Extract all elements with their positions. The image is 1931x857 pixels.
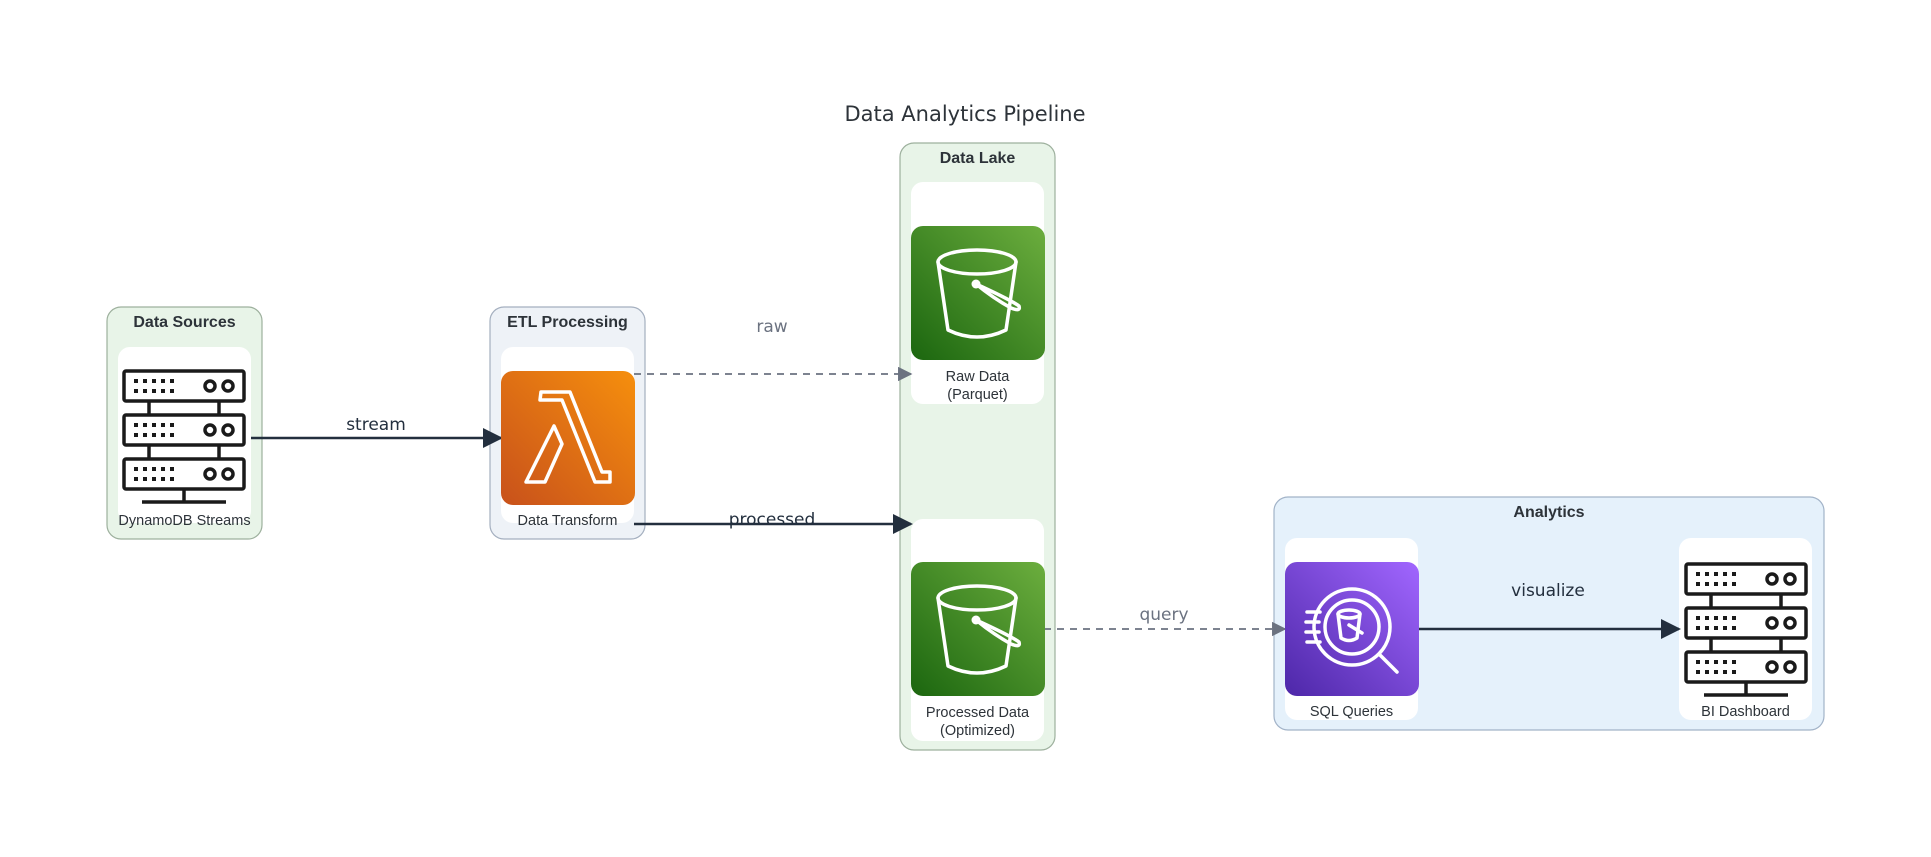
edge-label-raw: raw	[756, 317, 787, 337]
athena-icon	[1285, 562, 1419, 696]
edge-query: query	[1044, 605, 1287, 637]
node-dynamodb-streams[interactable]: DynamoDB Streams	[118, 369, 251, 529]
edge-label-visualize: visualize	[1511, 581, 1585, 601]
edge-visualize: visualize	[1418, 581, 1681, 639]
node-label-dynamodb-streams: DynamoDB Streams	[118, 513, 250, 529]
edge-stream: stream	[251, 415, 503, 448]
s3-bucket-icon	[911, 226, 1045, 360]
node-processed-data[interactable]: Processed Data (Optimized)	[911, 562, 1045, 739]
node-sql-queries[interactable]: SQL Queries	[1285, 562, 1419, 720]
group-data-sources: Data Sources	[106, 306, 263, 540]
node-label-raw-data-format: (Parquet)	[947, 387, 1007, 403]
node-label-bi-dashboard: BI Dashboard	[1701, 704, 1790, 720]
node-label-raw-data: Raw Data	[946, 369, 1011, 385]
group-label-analytics: Analytics	[1513, 504, 1584, 521]
group-label-data-lake: Data Lake	[940, 150, 1016, 167]
node-raw-data[interactable]: Raw Data (Parquet)	[911, 226, 1045, 403]
edge-label-processed: processed	[729, 510, 816, 530]
edge-raw: raw	[634, 317, 913, 382]
node-label-sql-queries: SQL Queries	[1310, 704, 1393, 720]
group-label-data-sources: Data Sources	[133, 314, 235, 331]
node-data-transform[interactable]: Data Transform	[501, 371, 635, 529]
node-bi-dashboard[interactable]: BI Dashboard	[1684, 562, 1808, 720]
node-label-processed-data-format: (Optimized)	[940, 723, 1015, 739]
edge-processed: processed	[634, 510, 913, 534]
s3-bucket-icon	[911, 562, 1045, 696]
node-label-processed-data: Processed Data	[926, 705, 1030, 721]
group-label-etl-processing: ETL Processing	[507, 314, 628, 331]
edge-label-query: query	[1139, 605, 1188, 625]
lambda-icon	[501, 371, 635, 505]
diagram-title: Data Analytics Pipeline	[844, 102, 1085, 126]
node-label-data-transform: Data Transform	[518, 513, 618, 529]
edge-label-stream: stream	[346, 415, 406, 435]
